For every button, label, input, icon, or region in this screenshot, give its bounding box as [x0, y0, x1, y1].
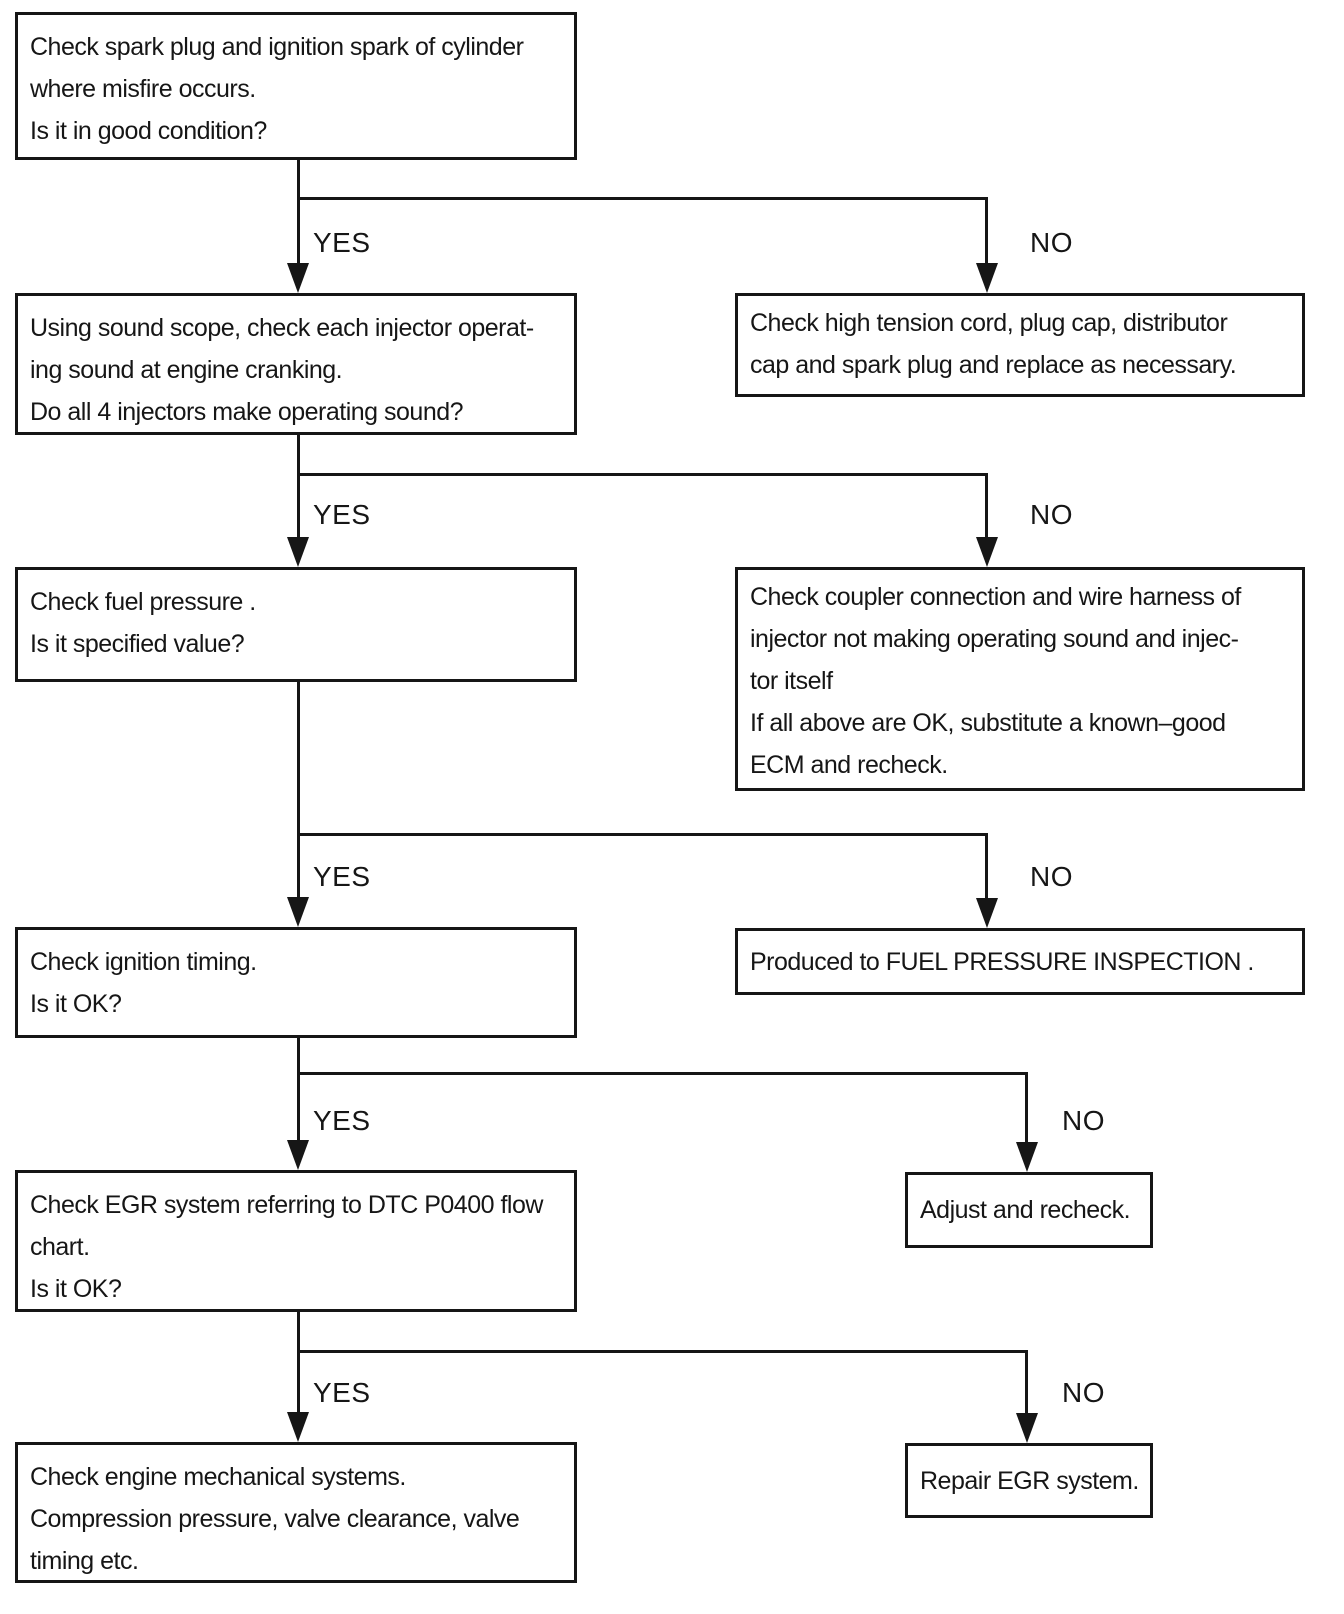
connector-line — [297, 833, 988, 836]
node-spark-check: Check spark plug and ignition spark of c… — [15, 12, 577, 160]
connector-line — [297, 473, 988, 476]
connector-line — [297, 197, 300, 265]
branch4-no-label: NO — [1062, 1105, 1105, 1136]
connector-line — [297, 682, 300, 836]
node-adjust-recheck: Adjust and recheck. — [905, 1172, 1153, 1248]
connector-line — [297, 1072, 1028, 1075]
branch2-no-label: NO — [1030, 499, 1073, 530]
node-fuel-pressure-check: Check fuel pressure . Is it specified va… — [15, 567, 577, 682]
arrowhead-down-icon — [976, 537, 998, 567]
branch4-yes-label: YES — [313, 1105, 371, 1136]
connector-line — [297, 833, 300, 899]
connector-line — [297, 1038, 300, 1075]
node-injector-sound-check: Using sound scope, check each injector o… — [15, 293, 577, 435]
connector-line — [297, 197, 988, 200]
arrowhead-down-icon — [976, 263, 998, 293]
connector-line — [297, 160, 300, 200]
connector-line — [297, 473, 300, 539]
node-egr-check: Check EGR system referring to DTC P0400 … — [15, 1170, 577, 1312]
arrowhead-down-icon — [287, 263, 309, 293]
branch5-no-label: NO — [1062, 1377, 1105, 1408]
branch3-no-label: NO — [1030, 861, 1073, 892]
arrowhead-down-icon — [287, 1140, 309, 1170]
arrowhead-down-icon — [287, 897, 309, 927]
connector-line — [985, 473, 988, 539]
branch3-yes-label: YES — [313, 861, 371, 892]
branch2-yes-label: YES — [313, 499, 371, 530]
branch5-yes-label: YES — [313, 1377, 371, 1408]
node-fuel-pressure-inspection: Produced to FUEL PRESSURE INSPECTION . — [735, 928, 1305, 995]
connector-line — [1025, 1350, 1028, 1415]
connector-line — [985, 197, 988, 265]
branch1-yes-label: YES — [313, 227, 371, 258]
arrowhead-down-icon — [1016, 1413, 1038, 1443]
arrowhead-down-icon — [287, 1412, 309, 1442]
connector-line — [297, 1350, 300, 1414]
arrowhead-down-icon — [1016, 1142, 1038, 1172]
connector-line — [1025, 1072, 1028, 1142]
arrowhead-down-icon — [287, 537, 309, 567]
node-high-tension-fix: Check high tension cord, plug cap, distr… — [735, 293, 1305, 397]
connector-line — [297, 1072, 300, 1142]
node-injector-harness-fix: Check coupler connection and wire harnes… — [735, 567, 1305, 791]
connector-line — [985, 833, 988, 900]
node-engine-mechanical: Check engine mechanical systems. Compres… — [15, 1442, 577, 1583]
connector-line — [297, 435, 300, 476]
node-repair-egr: Repair EGR system. — [905, 1443, 1153, 1518]
connector-line — [297, 1350, 1028, 1353]
node-ignition-timing-check: Check ignition timing. Is it OK? — [15, 927, 577, 1038]
branch1-no-label: NO — [1030, 227, 1073, 258]
arrowhead-down-icon — [976, 898, 998, 928]
connector-line — [297, 1312, 300, 1353]
